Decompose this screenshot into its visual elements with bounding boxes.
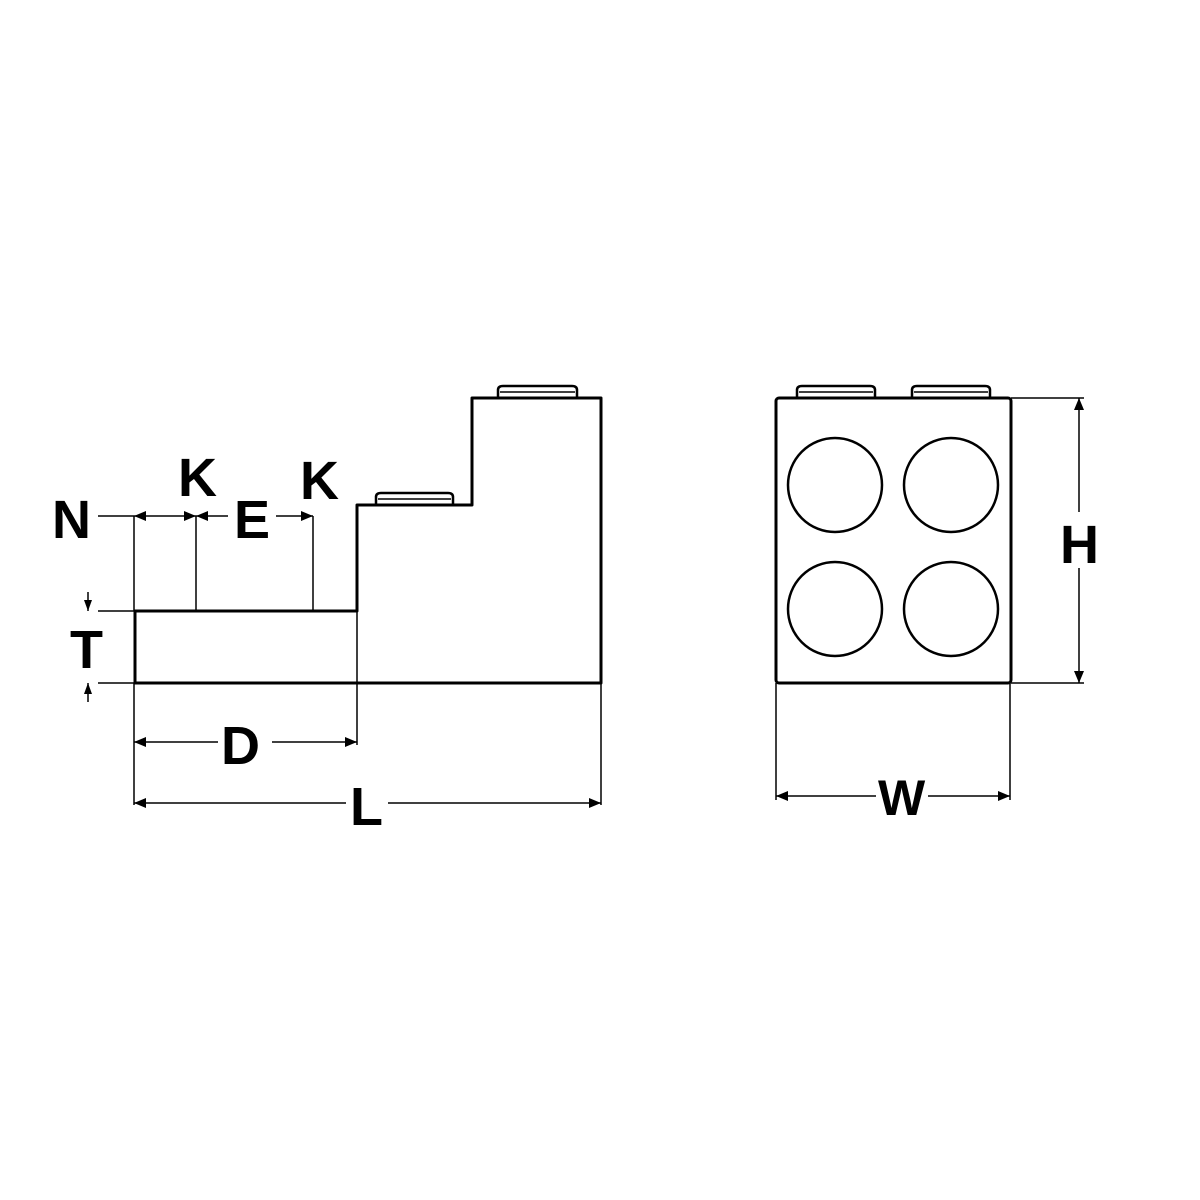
arrow-n-k-left	[134, 511, 146, 521]
hole-top-left	[786, 436, 884, 534]
arrow-h-up	[1074, 398, 1084, 410]
label-e: E	[234, 490, 270, 550]
label-l-bg	[346, 780, 388, 830]
front-view: H W	[774, 384, 1104, 826]
arrow-d-right	[345, 737, 357, 747]
arrow-w-left	[776, 791, 788, 801]
hole-top-right	[902, 436, 1000, 534]
arrow-h-down	[1074, 671, 1084, 683]
label-k-second: K	[300, 451, 339, 511]
hole-bottom-right	[902, 560, 1000, 658]
label-w-bg	[876, 774, 928, 820]
arrow-t-up	[84, 683, 92, 694]
label-k-first: K	[178, 448, 217, 508]
arrow-w-right	[998, 791, 1010, 801]
arrow-t-down	[84, 600, 92, 611]
arrow-e-left	[196, 511, 208, 521]
label-h-bg	[1058, 512, 1104, 568]
arrow-l-left	[134, 798, 146, 808]
label-h: H	[1060, 515, 1099, 575]
arrow-e-right	[301, 511, 313, 521]
arrow-d-left	[134, 737, 146, 747]
arrow-l-right	[589, 798, 601, 808]
label-t: T	[70, 620, 103, 680]
label-w: W	[878, 770, 926, 826]
side-body-outline	[133, 396, 603, 685]
label-n: N	[52, 490, 91, 550]
label-e-bg	[228, 494, 276, 540]
hole-bottom-left	[786, 560, 884, 658]
arrow-k-right	[184, 511, 196, 521]
label-d: D	[221, 716, 260, 776]
side-view: N K E K T D L	[52, 384, 603, 837]
label-d-bg	[218, 718, 272, 766]
label-l: L	[350, 777, 383, 837]
